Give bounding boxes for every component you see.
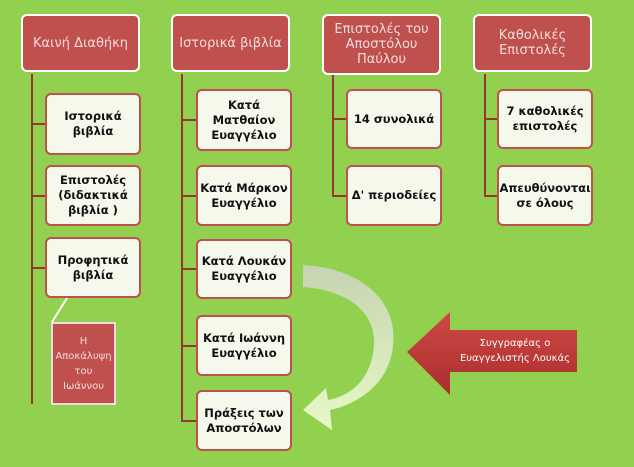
header-new-testament: Καινή Διαθήκη	[21, 14, 140, 72]
header-historical-books: Ιστορικά βιβλία	[171, 14, 290, 72]
box-14-total: 14 συνολικά	[346, 89, 442, 149]
box-acts: Πράξεις των Αποστόλων	[196, 390, 292, 451]
connector	[484, 74, 486, 197]
header-pauline-epistles: Επιστολές του Αποστόλου Παύλου	[322, 14, 441, 75]
connector	[332, 75, 334, 197]
box-matthew: Κατά Ματθαίον Ευαγγέλιο	[196, 89, 292, 151]
box-addressed-to-all: Απευθύνονται σε όλους	[497, 165, 593, 226]
curved-arrow	[303, 265, 394, 430]
header-catholic-epistles: Καθολικές Επιστολές	[473, 14, 592, 72]
box-historical-books: Ιστορικά βιβλία	[45, 93, 141, 155]
box-john: Κατά Ιωάννη Ευαγγέλιο	[196, 315, 292, 376]
box-luke: Κατά Λουκάν Ευαγγέλιο	[196, 239, 292, 299]
box-prophetic-books: Προφητικά βιβλία	[45, 237, 141, 298]
callout-author-luke: Συγγραφέας ο Ευαγγελιστής Λουκάς	[459, 338, 571, 364]
callout-arrow	[407, 312, 577, 395]
box-epistles: Επιστολές (διδακτικά βιβλία )	[45, 165, 141, 226]
box-mark: Κατά Μάρκον Ευαγγέλιο	[196, 165, 292, 226]
box-journeys: Δ' περιοδείες	[346, 165, 442, 226]
box-revelation: Η Αποκάλυψη του Ιωάννου	[51, 322, 116, 405]
box-7-catholic: 7 καθολικές επιστολές	[497, 89, 593, 149]
connector	[31, 74, 33, 404]
revelation-connector	[51, 297, 68, 323]
connector	[181, 74, 183, 422]
